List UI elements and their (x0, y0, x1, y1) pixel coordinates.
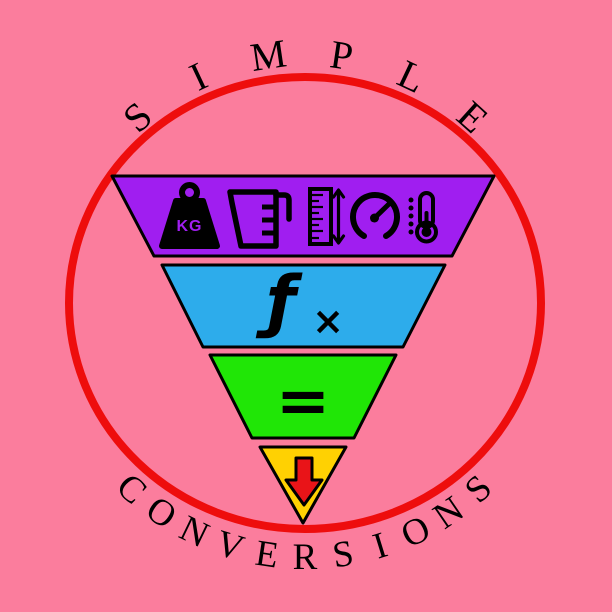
down-arrow-icon (284, 456, 324, 507)
arc-letter: R (292, 537, 318, 578)
gauge-icon (350, 191, 400, 239)
function-f-glyph: ƒ (266, 262, 296, 341)
funnel-level-function (160, 263, 447, 349)
arc-letter: M (247, 30, 290, 81)
ring-circle (65, 73, 545, 533)
funnel-level-result (208, 353, 398, 440)
arc-letter: P (327, 31, 356, 80)
measuring-jug-icon (227, 189, 292, 249)
equals-symbol: = (275, 364, 331, 437)
ruler-length-icon (308, 187, 346, 246)
function-symbol: ƒ × (262, 268, 348, 343)
function-x-glyph: × (312, 299, 344, 343)
thermometer-icon (408, 191, 438, 244)
weight-kg-label: KG (176, 218, 203, 235)
weight-kg-icon (159, 182, 220, 249)
